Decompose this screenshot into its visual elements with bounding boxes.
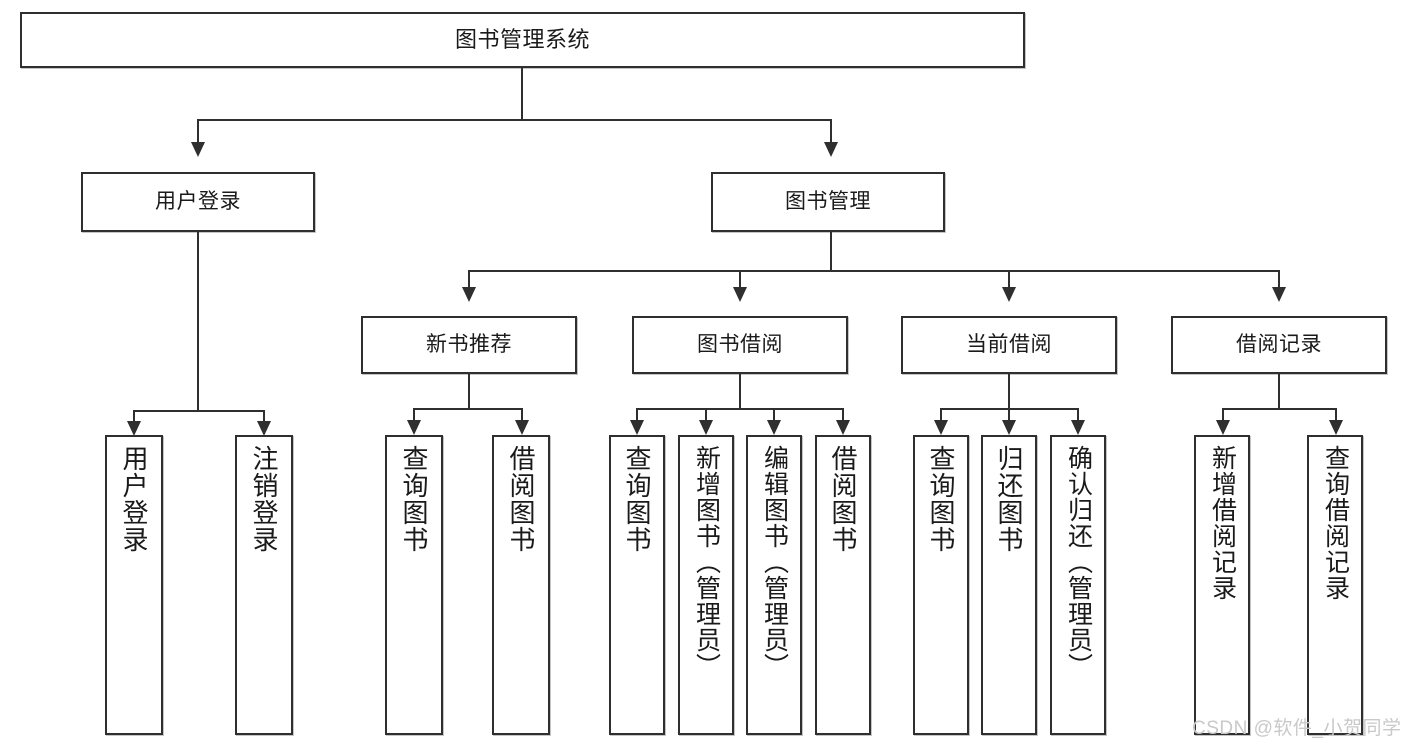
connector-current-borrow-down [1008,374,1010,410]
connector-new-book-down [468,374,470,410]
connector-drop-book-borrow-3 [773,408,775,422]
node-label: 借阅记录 [1236,333,1322,357]
arrowhead-to-book-borrow-leaf-4 [836,420,850,435]
connector-drop-book-borrow-1 [636,408,638,422]
node-label: 图书管理系统 [454,26,590,52]
connector-level2-drop-left [197,119,199,143]
leaf-edit-book-admin[interactable]: 编辑图书（管理员） [746,435,802,735]
connector-drop-book-borrow-4 [842,408,844,422]
node-book-management[interactable]: 图书管理 [711,172,945,232]
connector-drop-user-login-2 [263,410,265,423]
arrowhead-to-book-borrow-leaf-1 [630,420,644,435]
arrowhead-to-current-borrow [1002,287,1016,302]
connector-bus-level2 [197,119,832,121]
connector-drop-new-book-2 [521,408,523,422]
node-label: 新增图书（管理员） [692,445,721,679]
node-label: 新书推荐 [426,333,512,357]
node-label: 查询图书 [399,445,429,553]
node-label: 查询图书 [926,445,956,553]
node-label: 当前借阅 [966,333,1052,357]
connector-drop-user-login-1 [133,410,135,423]
arrowhead-to-borrow-record-leaf-1 [1216,420,1230,435]
leaf-borrow-book[interactable]: 借阅图书 [815,435,871,735]
connector-bus-level3 [468,270,1280,272]
connector-user-login-down [197,232,199,412]
connector-drop-current-borrow-2 [1008,408,1010,422]
connector-drop-level3-1 [468,270,470,288]
leaf-query-book-current[interactable]: 查询图书 [913,435,969,735]
leaf-logout[interactable]: 注销登录 [235,435,293,735]
arrowhead-to-book-borrow-leaf-3 [767,420,781,435]
connector-drop-level3-4 [1278,270,1280,288]
node-user-login[interactable]: 用户登录 [81,172,315,232]
arrowhead-to-logout-leaf [257,421,271,436]
node-label: 确认归还（管理员） [1064,445,1093,679]
arrowhead-to-book-borrow-leaf-2 [699,420,713,435]
arrowhead-to-new-book-leaf-2 [515,420,529,435]
connector-drop-current-borrow-3 [1077,408,1079,422]
connector-drop-current-borrow-1 [940,408,942,422]
connector-drop-level3-2 [739,270,741,288]
connector-root-down [521,68,523,120]
arrowhead-to-current-borrow-leaf-3 [1071,420,1085,435]
leaf-query-book-recommend[interactable]: 查询图书 [385,435,443,735]
node-label: 用户登录 [155,190,241,214]
arrowhead-to-borrow-record-leaf-2 [1329,420,1343,435]
arrowhead-to-borrow-record [1272,287,1286,302]
leaf-borrow-book-recommend[interactable]: 借阅图书 [492,435,550,735]
node-label: 图书管理 [785,190,871,214]
connector-drop-level3-3 [1008,270,1010,288]
arrowhead-to-new-book-leaf-1 [407,420,421,435]
leaf-return-book[interactable]: 归还图书 [981,435,1037,735]
leaf-add-book-admin[interactable]: 新增图书（管理员） [678,435,734,735]
connector-borrow-record-down [1278,374,1280,410]
node-label: 借阅图书 [828,445,858,553]
node-label: 注销登录 [249,445,279,553]
node-current-borrow[interactable]: 当前借阅 [901,316,1117,374]
node-label: 新增借阅记录 [1208,445,1237,601]
connector-bus-new-book-leaves [413,408,523,410]
connector-level2-drop-right [830,119,832,143]
node-label: 图书借阅 [697,333,783,357]
arrowhead-to-user-login-leaf [127,421,141,436]
leaf-query-borrow-record[interactable]: 查询借阅记录 [1307,435,1363,735]
arrowhead-to-new-book-recommend [462,287,476,302]
connector-drop-new-book-1 [413,408,415,422]
arrowhead-to-current-borrow-leaf-1 [934,420,948,435]
connector-book-management-down [830,232,832,272]
node-label: 用户登录 [119,445,149,553]
arrowhead-to-book-borrow [733,287,747,302]
connector-bus-user-login-leaves [133,410,264,412]
leaf-confirm-return-admin[interactable]: 确认归还（管理员） [1050,435,1106,735]
connector-drop-borrow-record-2 [1335,408,1337,422]
leaf-user-login[interactable]: 用户登录 [105,435,163,735]
arrowhead-to-current-borrow-leaf-2 [1002,420,1016,435]
node-borrow-record[interactable]: 借阅记录 [1171,316,1387,374]
node-book-borrow[interactable]: 图书借阅 [632,316,848,374]
node-root-book-management-system[interactable]: 图书管理系统 [20,12,1025,68]
node-label: 查询图书 [622,445,652,553]
node-label: 借阅图书 [506,445,536,553]
node-label: 归还图书 [994,445,1024,553]
leaf-add-borrow-record[interactable]: 新增借阅记录 [1194,435,1250,735]
leaf-query-book-borrow[interactable]: 查询图书 [609,435,665,735]
connector-bus-borrow-record-leaves [1222,408,1337,410]
connector-drop-borrow-record-1 [1222,408,1224,422]
connector-bus-book-borrow-leaves [636,408,844,410]
arrowhead-to-book-management [824,142,838,157]
node-new-book-recommend[interactable]: 新书推荐 [361,316,577,374]
connector-book-borrow-down [739,374,741,410]
node-label: 编辑图书（管理员） [760,445,789,679]
arrowhead-to-user-login [191,142,205,157]
node-label: 查询借阅记录 [1321,445,1350,601]
connector-drop-book-borrow-2 [705,408,707,422]
